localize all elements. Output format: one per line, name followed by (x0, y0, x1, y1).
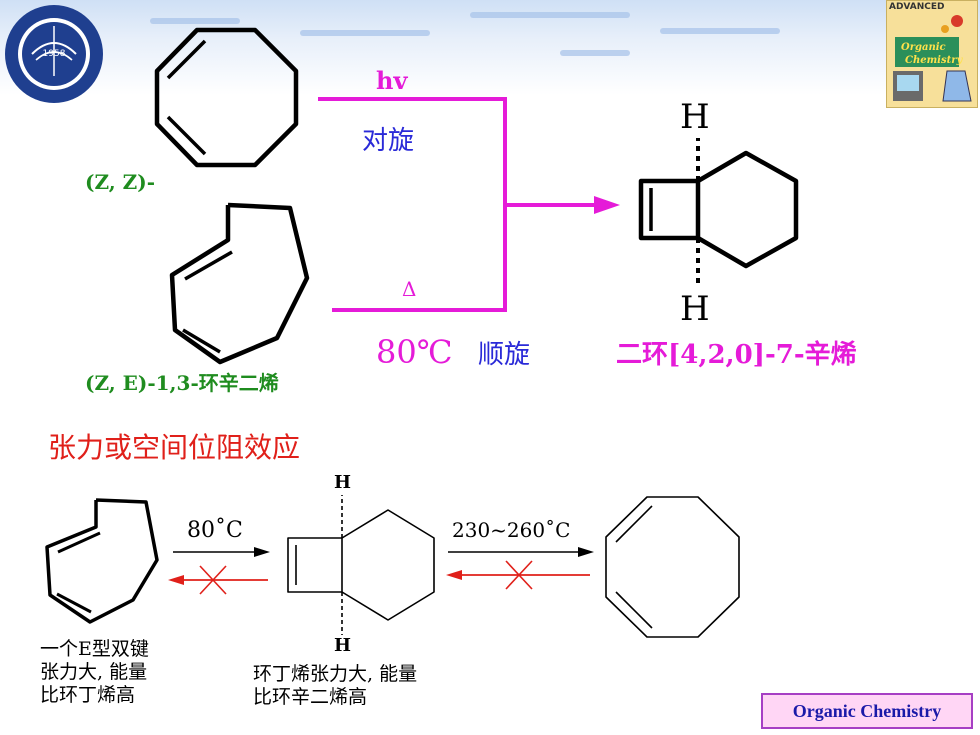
flask-icon (893, 15, 972, 102)
footer-text: Organic Chemistry (792, 700, 942, 721)
reaction-arrowhead (594, 196, 620, 214)
note-cyclobutene: 环丁烯张力大, 能量 比环辛二烯高 (253, 663, 417, 709)
logo-year: 1958 (43, 49, 66, 59)
footer-badge: Organic Chemistry (761, 693, 973, 729)
university-logo: 1958 (5, 5, 103, 103)
forbidden-cross-2 (505, 560, 533, 590)
note-ze-line: 一个E型双键 (40, 638, 149, 660)
aoc-badge: ADVANCED Organic Chemistry (886, 0, 978, 108)
bicyclooctene-product (638, 150, 799, 269)
ze-label: (Z, E)-1,3-环辛二烯 (85, 371, 279, 395)
zz-label: (Z, Z)- (85, 170, 155, 194)
decor-streak (660, 28, 780, 34)
h-top-label: H (680, 97, 710, 137)
badge-line1: Organic (901, 42, 946, 53)
zz-cyclooctadiene (154, 27, 299, 168)
product-label: 二环[4,2,0]-7-辛烯 (616, 340, 857, 370)
h-bottom-label: H (680, 289, 710, 329)
disrotatory-label: 顺旋 (478, 340, 531, 370)
note-ze: 一个E型双键 张力大, 能量 比环丁烯高 (40, 638, 149, 707)
temp2-label: 230~260˚C (452, 518, 571, 542)
ze-cyclooctadiene (169, 202, 310, 365)
badge-panel (895, 37, 959, 67)
section-title: 张力或空间位阻效应 (48, 431, 301, 464)
decor-streak (470, 12, 630, 18)
conrotatory-label: 对旋 (362, 126, 415, 156)
note-ze-line: 比环丁烯高 (40, 684, 136, 706)
reverse-arrowhead-2 (446, 570, 462, 580)
forward-arrowhead-2 (578, 547, 594, 557)
decor-streak (150, 18, 240, 24)
decor-streak (300, 30, 430, 36)
badge-top-text: ADVANCED (889, 2, 945, 12)
note-cyclobutene-line: 环丁烯张力大, 能量 (253, 663, 418, 685)
decor-streak (560, 50, 630, 56)
reaction-arrows (318, 97, 598, 312)
forbidden-cross-1 (199, 565, 227, 595)
delta-label: Δ (402, 277, 417, 301)
temperature-label: 80℃ (376, 333, 453, 371)
temp1-label: 80˚C (187, 518, 243, 543)
hv-label: hv (376, 66, 408, 95)
lower-bicyclooctene (287, 509, 435, 621)
lower-zz-cyclooctadiene (605, 496, 740, 638)
badge-line2: Chemistry (905, 55, 963, 66)
lower-h-top: H (334, 472, 352, 493)
note-ze-line: 张力大, 能量 (40, 661, 148, 683)
reverse-arrowhead-1 (168, 575, 184, 585)
lower-ze-cyclooctadiene (45, 498, 159, 624)
forward-arrowhead-1 (254, 547, 270, 557)
note-cyclobutene-line: 比环辛二烯高 (253, 686, 368, 708)
lower-h-bottom: H (334, 635, 352, 656)
